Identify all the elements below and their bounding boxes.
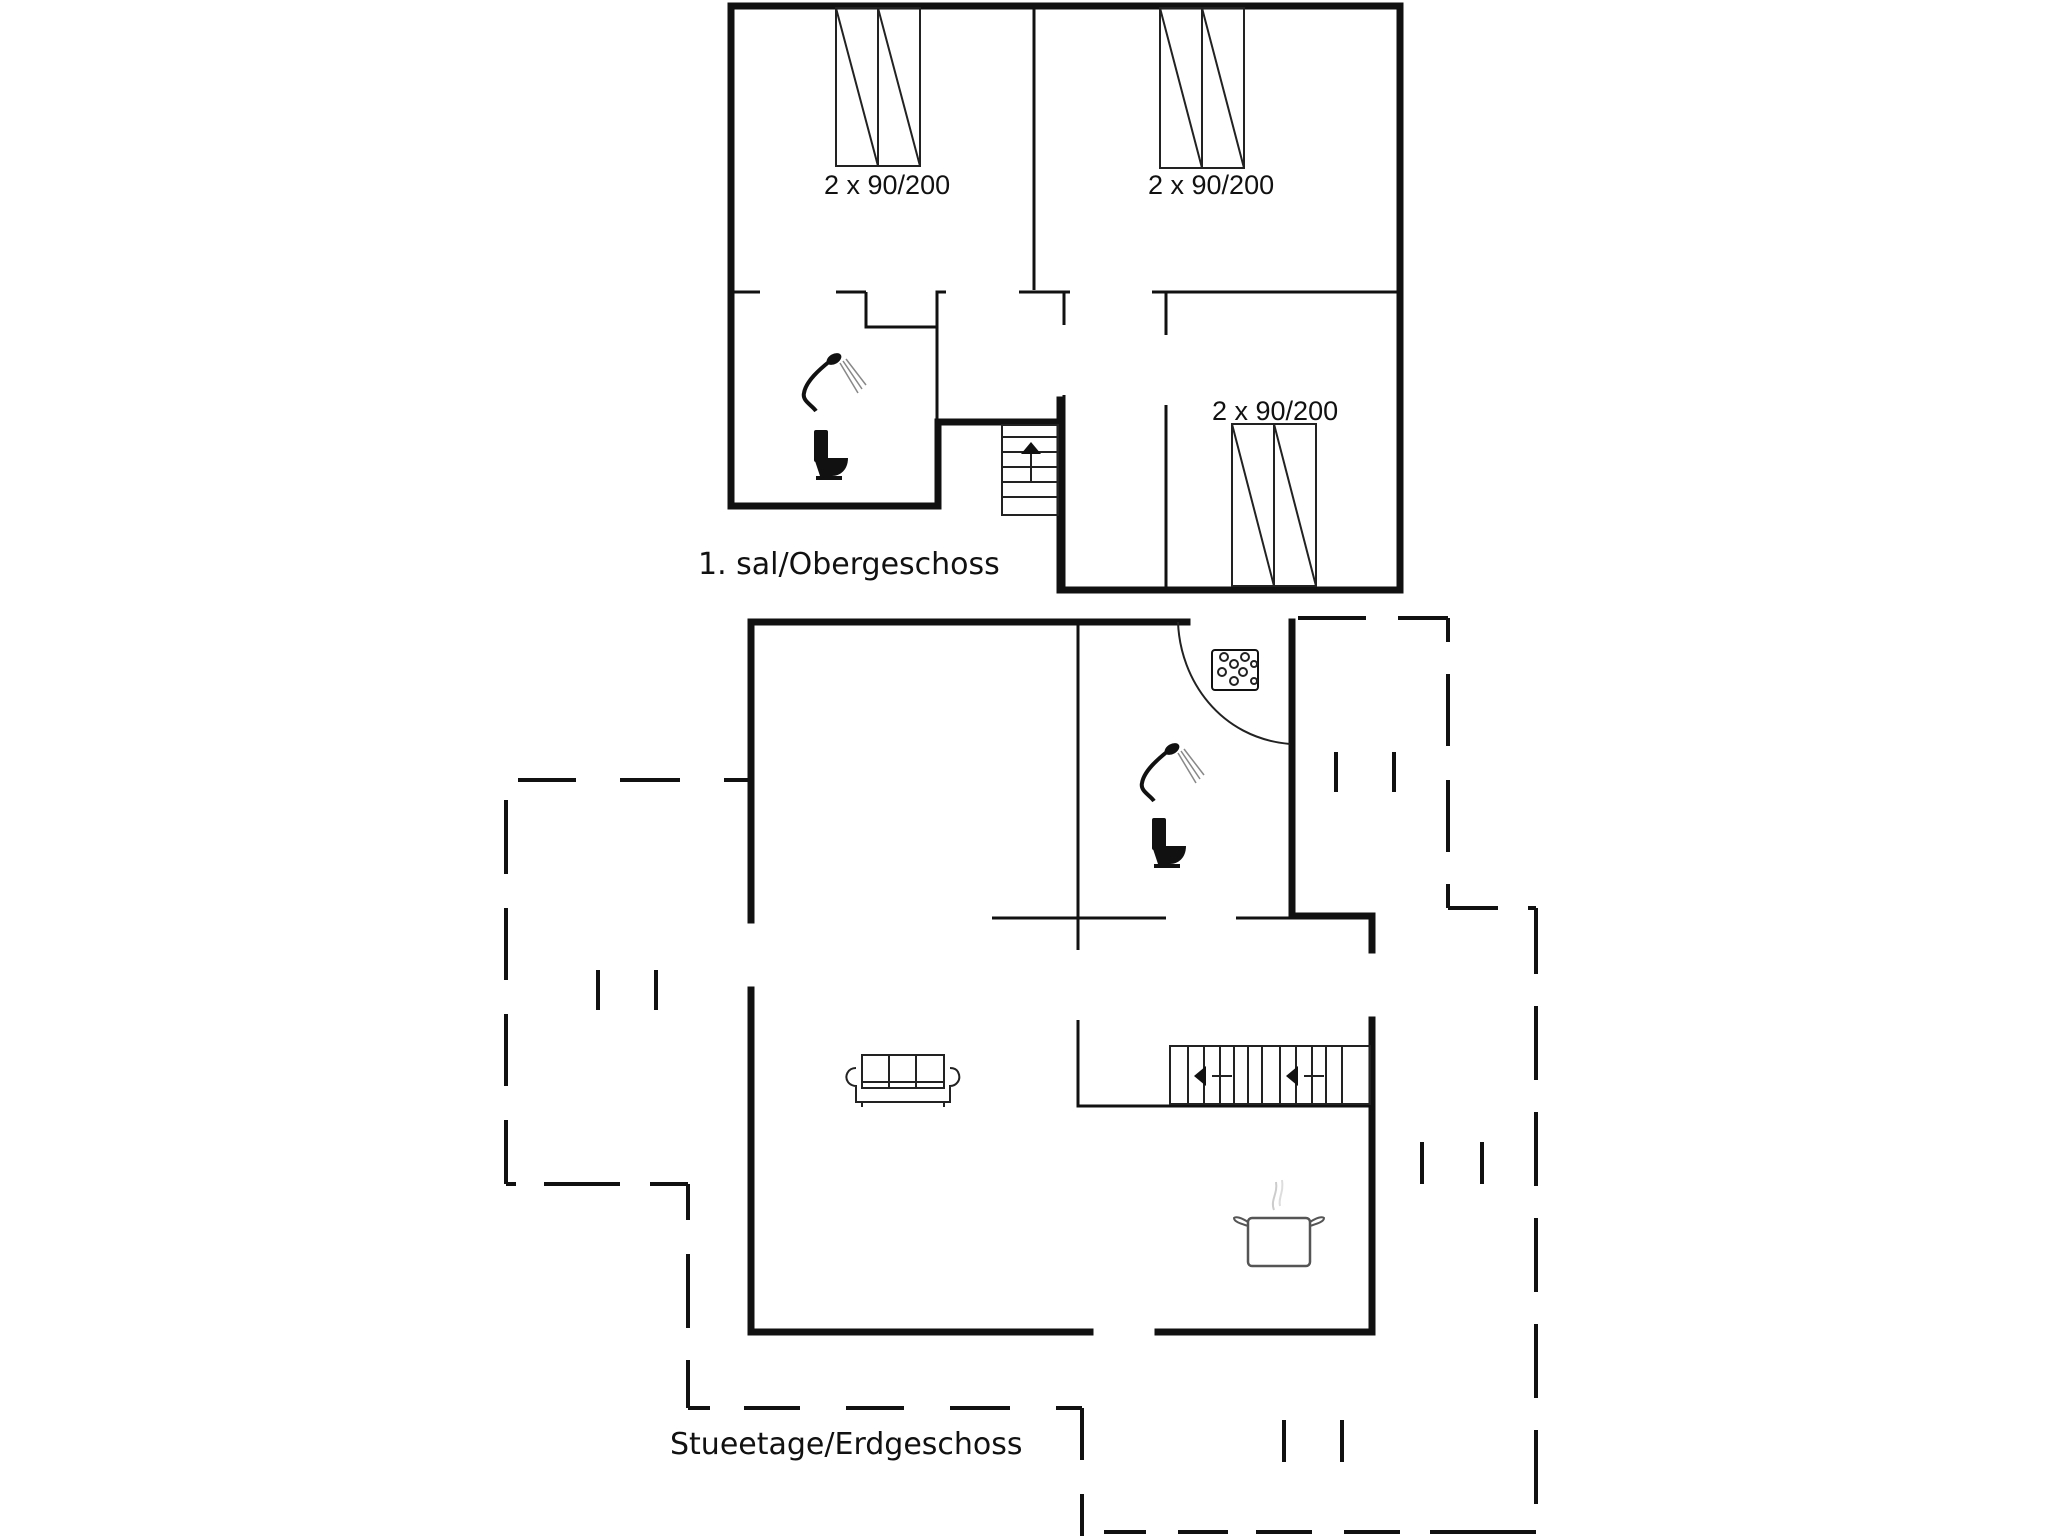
shower-icon: [801, 353, 867, 413]
shower-icon: [1139, 743, 1205, 803]
arrow-up-icon: [1021, 442, 1041, 454]
toilet-icon: [814, 430, 848, 480]
floor-label-upper: 1. sal/Obergeschoss: [698, 547, 1000, 582]
stair-icon: [1001, 424, 1059, 516]
bed-icon: [1159, 7, 1245, 169]
bed-label: 2 x 90/200: [824, 170, 950, 200]
terrace-outline: [504, 778, 1084, 1536]
floor-label-ground: Stueetage/Erdgeschoss: [670, 1427, 1023, 1462]
ground-floor: Stueetage/Erdgeschoss: [504, 616, 1538, 1536]
terrace-outline: [1298, 616, 1498, 910]
upper-floor: 2 x 90/200 2 x 90/200 2 x 90/200: [698, 2, 1404, 594]
bed-icon: [835, 7, 921, 167]
toilet-icon: [1152, 818, 1186, 868]
cooking-pot-icon: [1232, 1179, 1326, 1268]
arrow-left-icon: [1194, 1066, 1206, 1086]
arrow-left-icon: [1286, 1066, 1298, 1086]
terrace-outline: [1104, 906, 1538, 1534]
whirlpool-icon: [1211, 649, 1259, 691]
sofa-icon: [845, 1054, 961, 1107]
bed-icon: [1231, 423, 1317, 587]
door-swing: [1177, 621, 1291, 745]
stair-icon: [1169, 1045, 1371, 1105]
bed-label: 2 x 90/200: [1148, 170, 1274, 200]
bed-label: 2 x 90/200: [1212, 396, 1338, 426]
